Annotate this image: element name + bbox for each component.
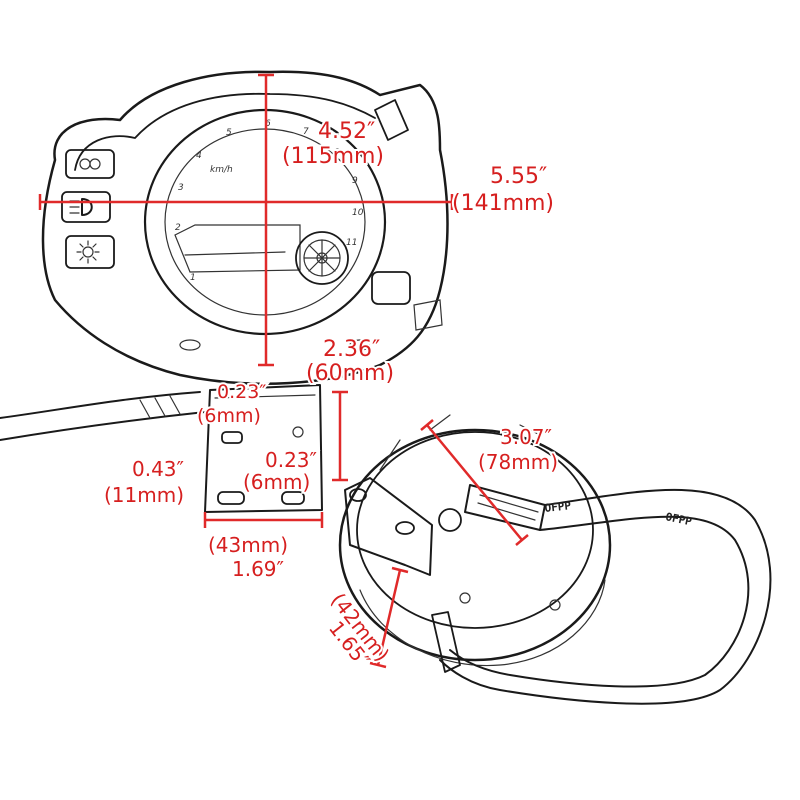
- cable-label: OFPP: [544, 499, 572, 515]
- back-view-gauge: OFPP OFPP: [338, 414, 772, 705]
- back-housing: [338, 428, 612, 662]
- back-bracket: [344, 477, 433, 576]
- wiring-harness: [439, 488, 772, 705]
- scale-number: 10: [352, 208, 364, 218]
- small-connector: [431, 611, 461, 673]
- bracket-width-dimension-line: [203, 512, 324, 528]
- scale-number: 2: [175, 223, 181, 233]
- dimension-lines: [38, 73, 529, 669]
- bracket-height-mm-label: (11mm): [104, 483, 184, 507]
- front-view-gauge: 1 2 3 4 5 6 7 8 9 10 11 km/h: [0, 70, 449, 513]
- mounting-bracket: [204, 384, 323, 513]
- bracket-width-inches-label: 1.69″: [232, 557, 284, 581]
- unit-label: km/h: [210, 165, 233, 175]
- height-mm-label: (115mm): [282, 144, 384, 169]
- left-cable: [0, 391, 201, 419]
- scale-number: 8: [334, 148, 340, 158]
- wheel-graphic: [295, 231, 349, 285]
- width-dimension-line: [38, 194, 454, 210]
- center-inches-label: 2.36″: [323, 337, 380, 362]
- center-stud: [438, 508, 462, 532]
- back-diameter-inches-label: 3.07″: [500, 425, 552, 449]
- lcd-window: [174, 224, 301, 273]
- top-right-button: [374, 99, 409, 141]
- sun-icon: [76, 240, 100, 264]
- back-diameter-dimension-line: [420, 419, 529, 546]
- bracket-top-inches-label: 0.23″: [217, 381, 266, 403]
- indicator-buttons: [61, 149, 115, 269]
- bracket-top-mm-label: (6mm): [197, 405, 261, 427]
- scale-number: 5: [226, 128, 232, 138]
- gauge-housing: [41, 70, 449, 385]
- scale-number: 11: [346, 238, 357, 248]
- bottom-right-button: [371, 271, 411, 305]
- headlight-button: [61, 191, 111, 223]
- width-inches-label: 5.55″: [490, 164, 547, 189]
- high-beam-button: [65, 149, 115, 179]
- bracket-side-dimension-line: [332, 390, 348, 482]
- scale-number: 4: [196, 151, 202, 161]
- scale-number: 1: [190, 273, 196, 283]
- scale-number: 7: [303, 127, 309, 137]
- depth-dimension-line: [369, 566, 409, 669]
- center-mm-label: (60mm): [306, 361, 394, 386]
- bracket-side-mm-label: (6mm): [243, 470, 310, 494]
- height-dimension-line: [258, 73, 274, 367]
- scale-number: 9: [352, 176, 358, 186]
- bracket-width-mm-label: (43mm): [208, 533, 288, 557]
- scale-number: 6: [265, 119, 271, 129]
- bracket-side-inches-label: 0.23″: [265, 448, 317, 472]
- scale-number: 3: [178, 183, 184, 193]
- sun-button: [65, 235, 115, 269]
- back-diameter-mm-label: (78mm): [478, 450, 558, 474]
- bracket-height-inches-label: 0.43″: [132, 457, 184, 481]
- cable-label: OFPP: [664, 510, 693, 528]
- cable-connector: [464, 484, 546, 531]
- height-inches-label: 4.52″: [318, 119, 375, 144]
- width-mm-label: (141mm): [452, 191, 554, 216]
- high-beam-icon: [79, 158, 101, 170]
